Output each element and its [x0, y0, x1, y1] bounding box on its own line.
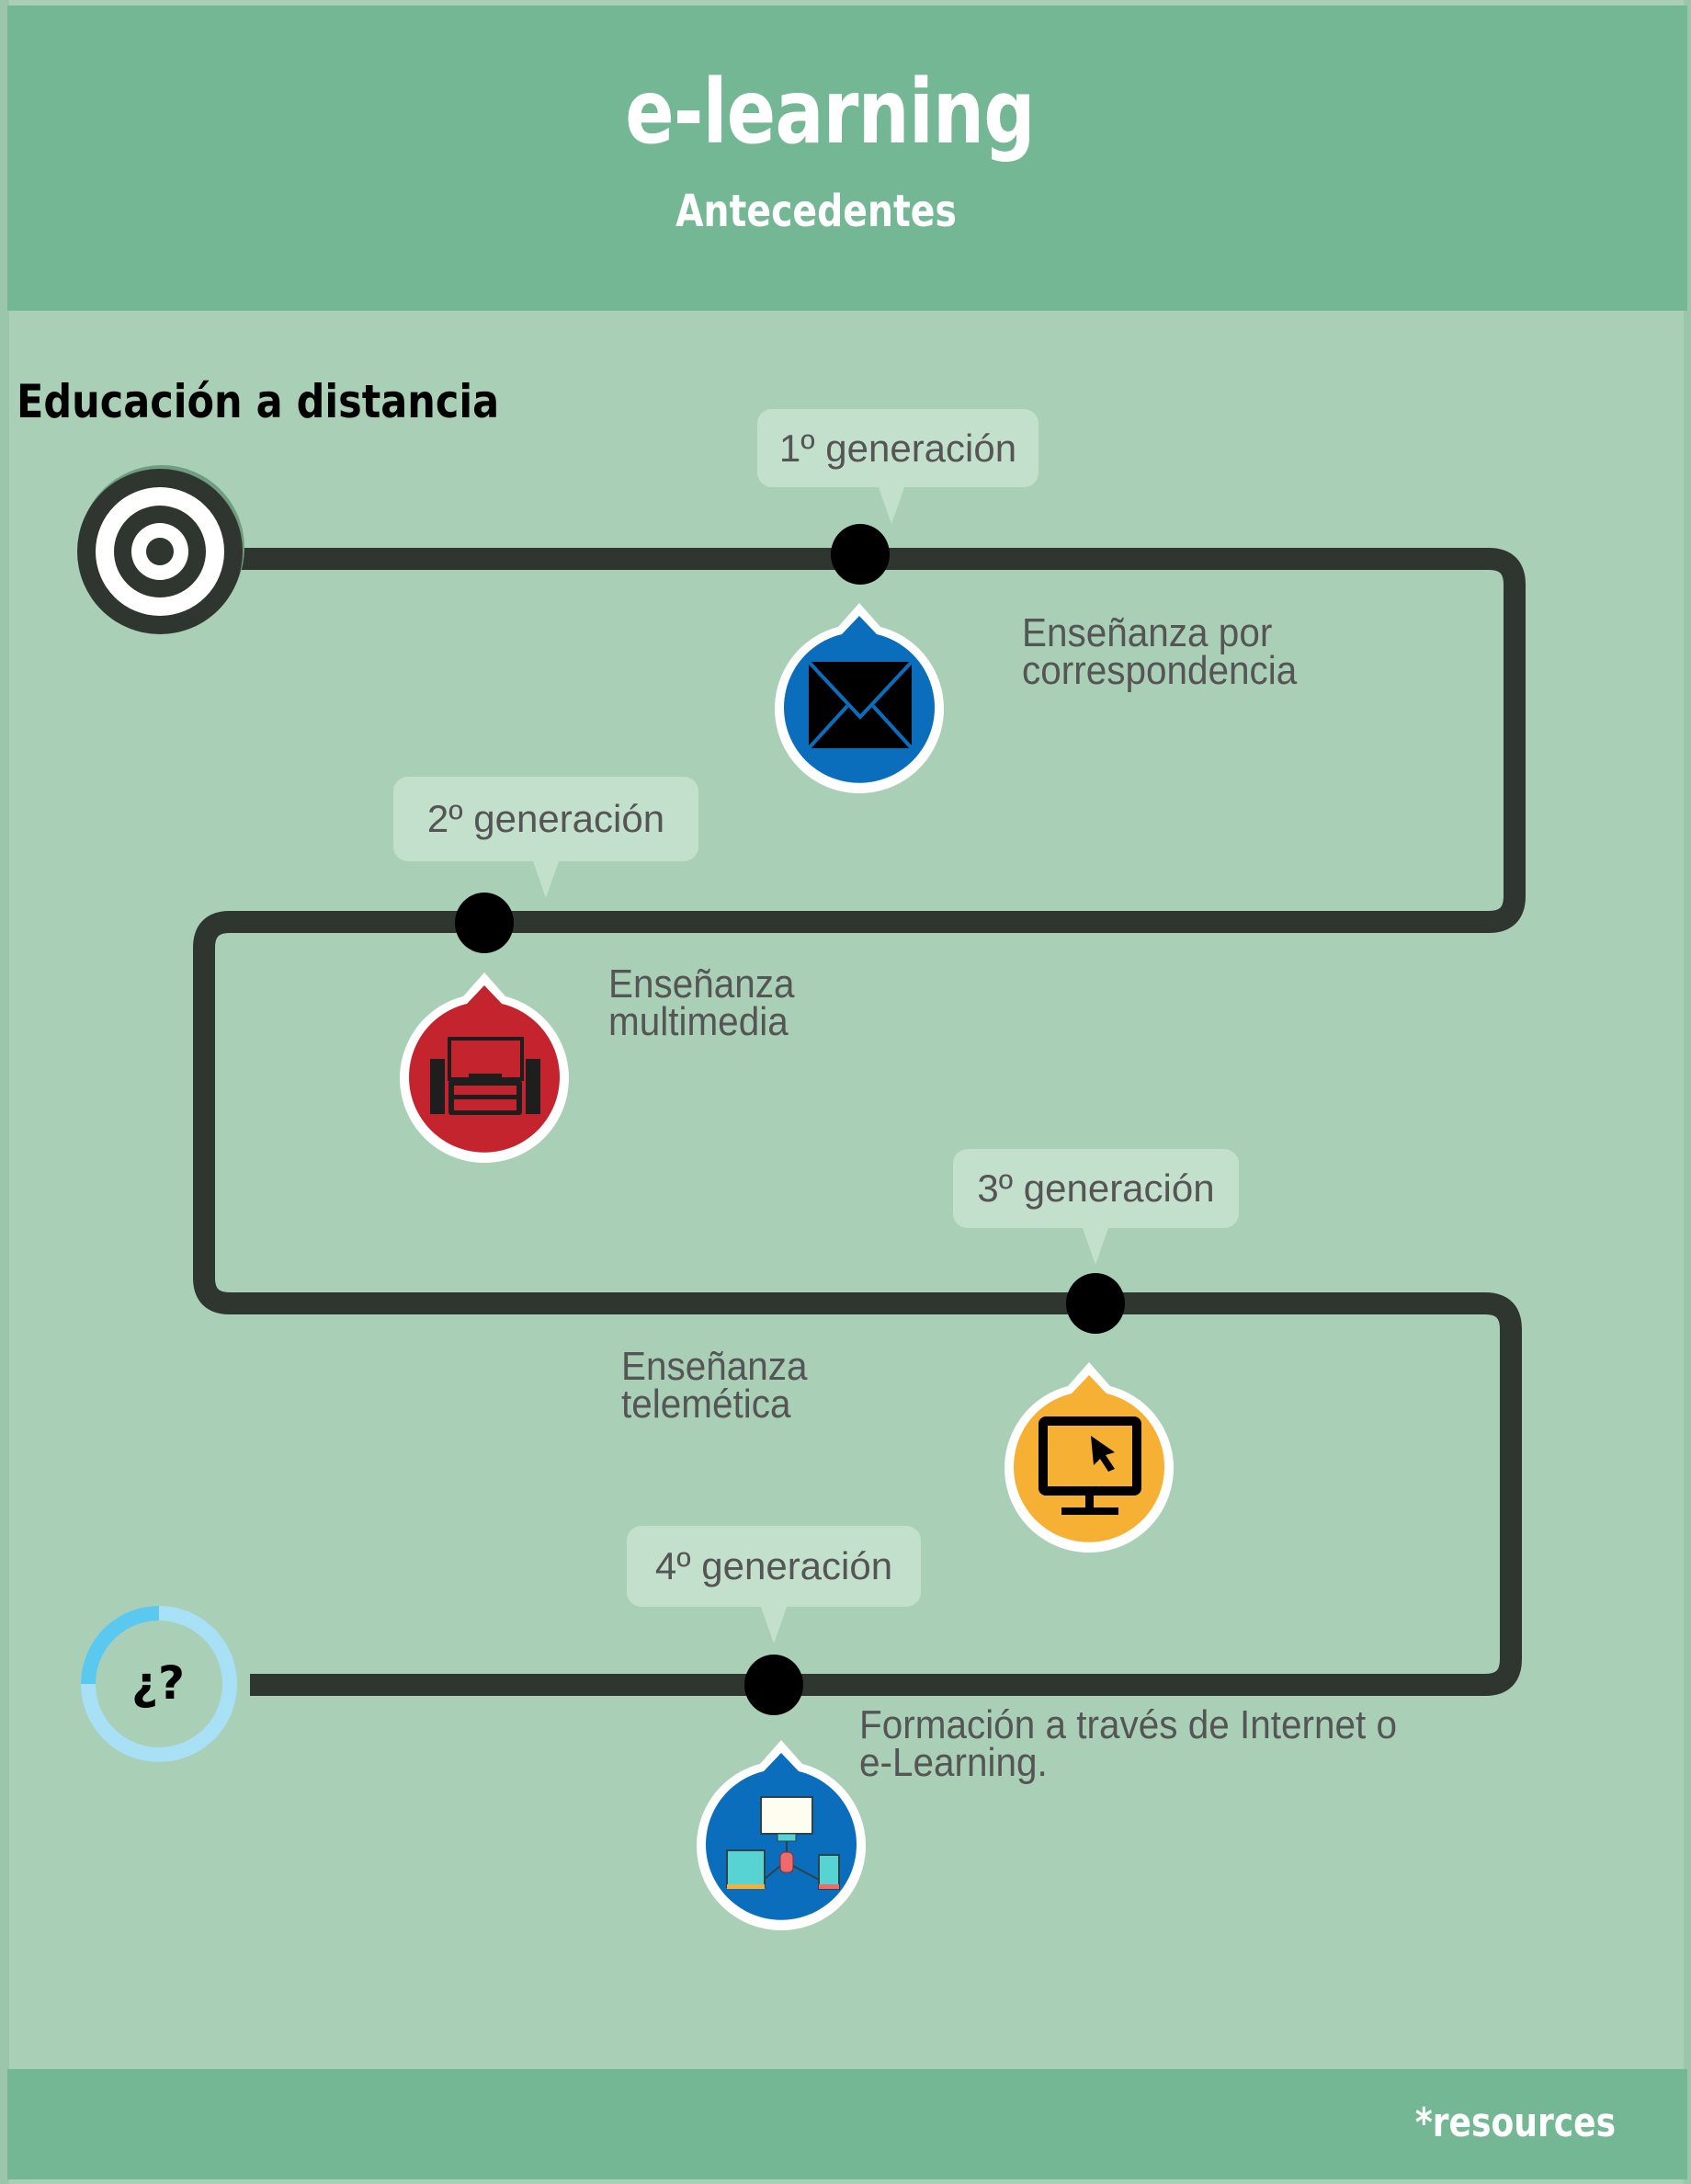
- generation-4-description: Formación a través de Internet o e-Learn…: [859, 1702, 1398, 1785]
- target-icon: [77, 465, 244, 634]
- resources-link[interactable]: *resources: [1414, 2099, 1616, 2146]
- footer-banner: [7, 2069, 1687, 2179]
- generation-3-label: 3º generación: [953, 1149, 1239, 1265]
- node-dot-3: [1066, 1273, 1125, 1334]
- node-dot-2: [455, 893, 514, 953]
- section-title: Educación a distancia: [17, 375, 500, 428]
- page-subtitle: Antecedentes: [675, 186, 957, 237]
- bubble-tail: [879, 487, 904, 524]
- generation-3-description: Enseñanza telemética: [621, 1344, 808, 1427]
- page-edge-right: [1684, 0, 1691, 2184]
- tv-stereo-icon: [400, 973, 569, 1164]
- generation-1-label: 1º generación: [757, 409, 1038, 524]
- generation-1-description: Enseñanza por correspondencia: [1022, 610, 1298, 693]
- network-devices-icon: [696, 1740, 866, 1931]
- node-dot-4: [744, 1655, 803, 1715]
- bubble-tail: [1083, 1228, 1108, 1265]
- header-banner: e-learning Antecedentes: [7, 6, 1687, 311]
- envelope-icon: [775, 603, 944, 794]
- unknown-future-label: ¿?: [131, 1656, 186, 1710]
- computer-cursor-icon: [1004, 1362, 1174, 1553]
- generation-4-label: 4º generación: [627, 1526, 921, 1644]
- bubble-tail: [761, 1607, 787, 1644]
- question-ring-icon: [81, 1606, 237, 1762]
- generation-2-description: Enseñanza multimedia: [608, 961, 795, 1044]
- page-title: e-learning: [625, 61, 1035, 164]
- node-dot-1: [831, 524, 890, 585]
- bubble-tail: [533, 861, 559, 898]
- generation-2-label: 2º generación: [393, 777, 698, 898]
- page-edge-left: [0, 0, 9, 2184]
